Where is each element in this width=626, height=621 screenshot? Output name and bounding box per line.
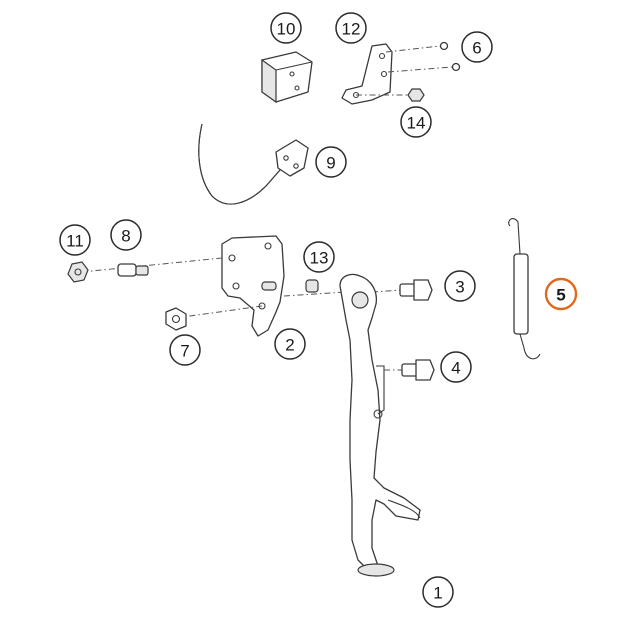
callout-13-label: 13 (310, 249, 329, 268)
callout-10[interactable]: 10 (270, 12, 302, 44)
callout-14-label: 14 (407, 114, 426, 133)
part-7-nut[interactable] (165, 307, 187, 331)
callout-11[interactable]: 11 (59, 224, 91, 256)
part-13-bushing[interactable] (305, 279, 319, 293)
callout-6-label: 6 (472, 39, 481, 58)
callout-6[interactable]: 6 (461, 31, 493, 63)
part-5-spring[interactable] (508, 218, 541, 360)
callout-3[interactable]: 3 (444, 270, 476, 302)
part-11-nut[interactable] (67, 261, 89, 283)
callout-5-label: 5 (556, 286, 565, 305)
part-3-bolt[interactable] (399, 279, 433, 301)
part-6-screws[interactable] (385, 41, 461, 73)
callout-8[interactable]: 8 (110, 219, 142, 251)
callout-7-label: 7 (180, 342, 189, 361)
callout-14[interactable]: 14 (400, 106, 432, 138)
callout-4[interactable]: 4 (440, 351, 472, 383)
callout-2-label: 2 (285, 336, 294, 355)
callout-12[interactable]: 12 (335, 12, 367, 44)
callout-13[interactable]: 13 (303, 241, 335, 273)
part-1-side-stand[interactable] (339, 273, 421, 577)
part-8-pin[interactable] (117, 263, 149, 277)
callout-3-label: 3 (455, 278, 464, 297)
part-10-block[interactable] (261, 51, 313, 104)
part-14-nut[interactable] (356, 88, 425, 102)
callout-12-label: 12 (342, 20, 361, 39)
callout-9[interactable]: 9 (315, 146, 347, 178)
part-4-bolt[interactable] (384, 359, 435, 381)
callout-8-label: 8 (121, 227, 130, 246)
callout-1[interactable]: 1 (422, 576, 454, 608)
callout-9-label: 9 (326, 154, 335, 173)
callout-11-label: 11 (66, 232, 84, 251)
callout-4-label: 4 (451, 359, 460, 378)
part-2-mounting-bracket[interactable] (221, 235, 285, 337)
part-9-switch-cable[interactable] (198, 123, 309, 205)
callout-1-label: 1 (433, 584, 442, 603)
callout-5[interactable]: 5 (544, 277, 578, 311)
callout-10-label: 10 (277, 20, 296, 39)
part-12-bracket[interactable] (341, 43, 393, 105)
callout-7[interactable]: 7 (169, 334, 201, 366)
callout-2[interactable]: 2 (274, 328, 306, 360)
